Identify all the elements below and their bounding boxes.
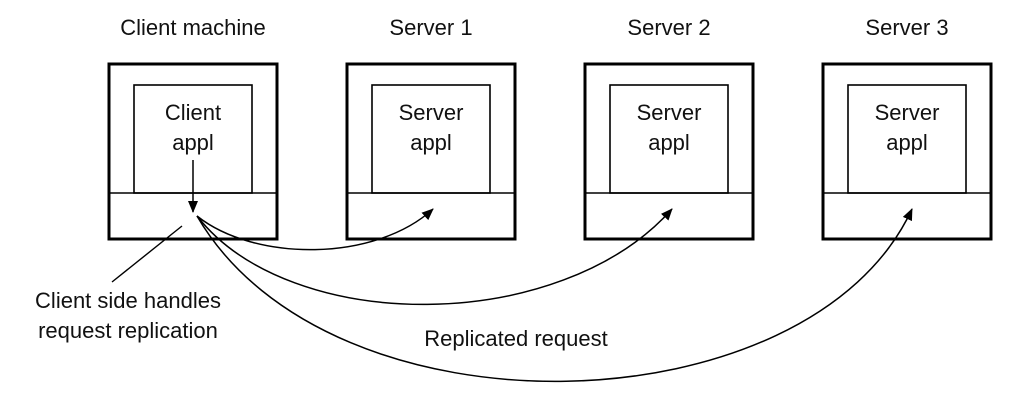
client-machine-title: Client machine [120, 15, 266, 40]
client-side-annotation-line1: Client side handles [35, 288, 221, 313]
client-appl-label-line2: appl [172, 130, 214, 155]
server-3-title: Server 3 [865, 15, 948, 40]
server-3-appl-label-line2: appl [886, 130, 928, 155]
client-side-annotation-line2: request replication [38, 318, 218, 343]
server-1-appl-label-line1: Server [399, 100, 464, 125]
server-2-title: Server 2 [627, 15, 710, 40]
replicated-request-label: Replicated request [424, 326, 607, 351]
client-machine-box: Client appl [107, 62, 279, 241]
annotation-leader-line [111, 225, 183, 283]
request-arrow-server-1 [196, 208, 434, 251]
server-2-appl-label-line1: Server [637, 100, 702, 125]
server-1-title: Server 1 [389, 15, 472, 40]
client-appl-label-line1: Client [165, 100, 221, 125]
request-arrow-server-2 [196, 208, 673, 306]
request-arrow-server-3 [196, 208, 913, 382]
server-1-box: Server appl [345, 62, 517, 241]
server-1-appl-label-line2: appl [410, 130, 452, 155]
server-2-appl-label-line2: appl [648, 130, 690, 155]
server-3-box: Server appl [821, 62, 993, 241]
server-3-appl-label-line1: Server [875, 100, 940, 125]
